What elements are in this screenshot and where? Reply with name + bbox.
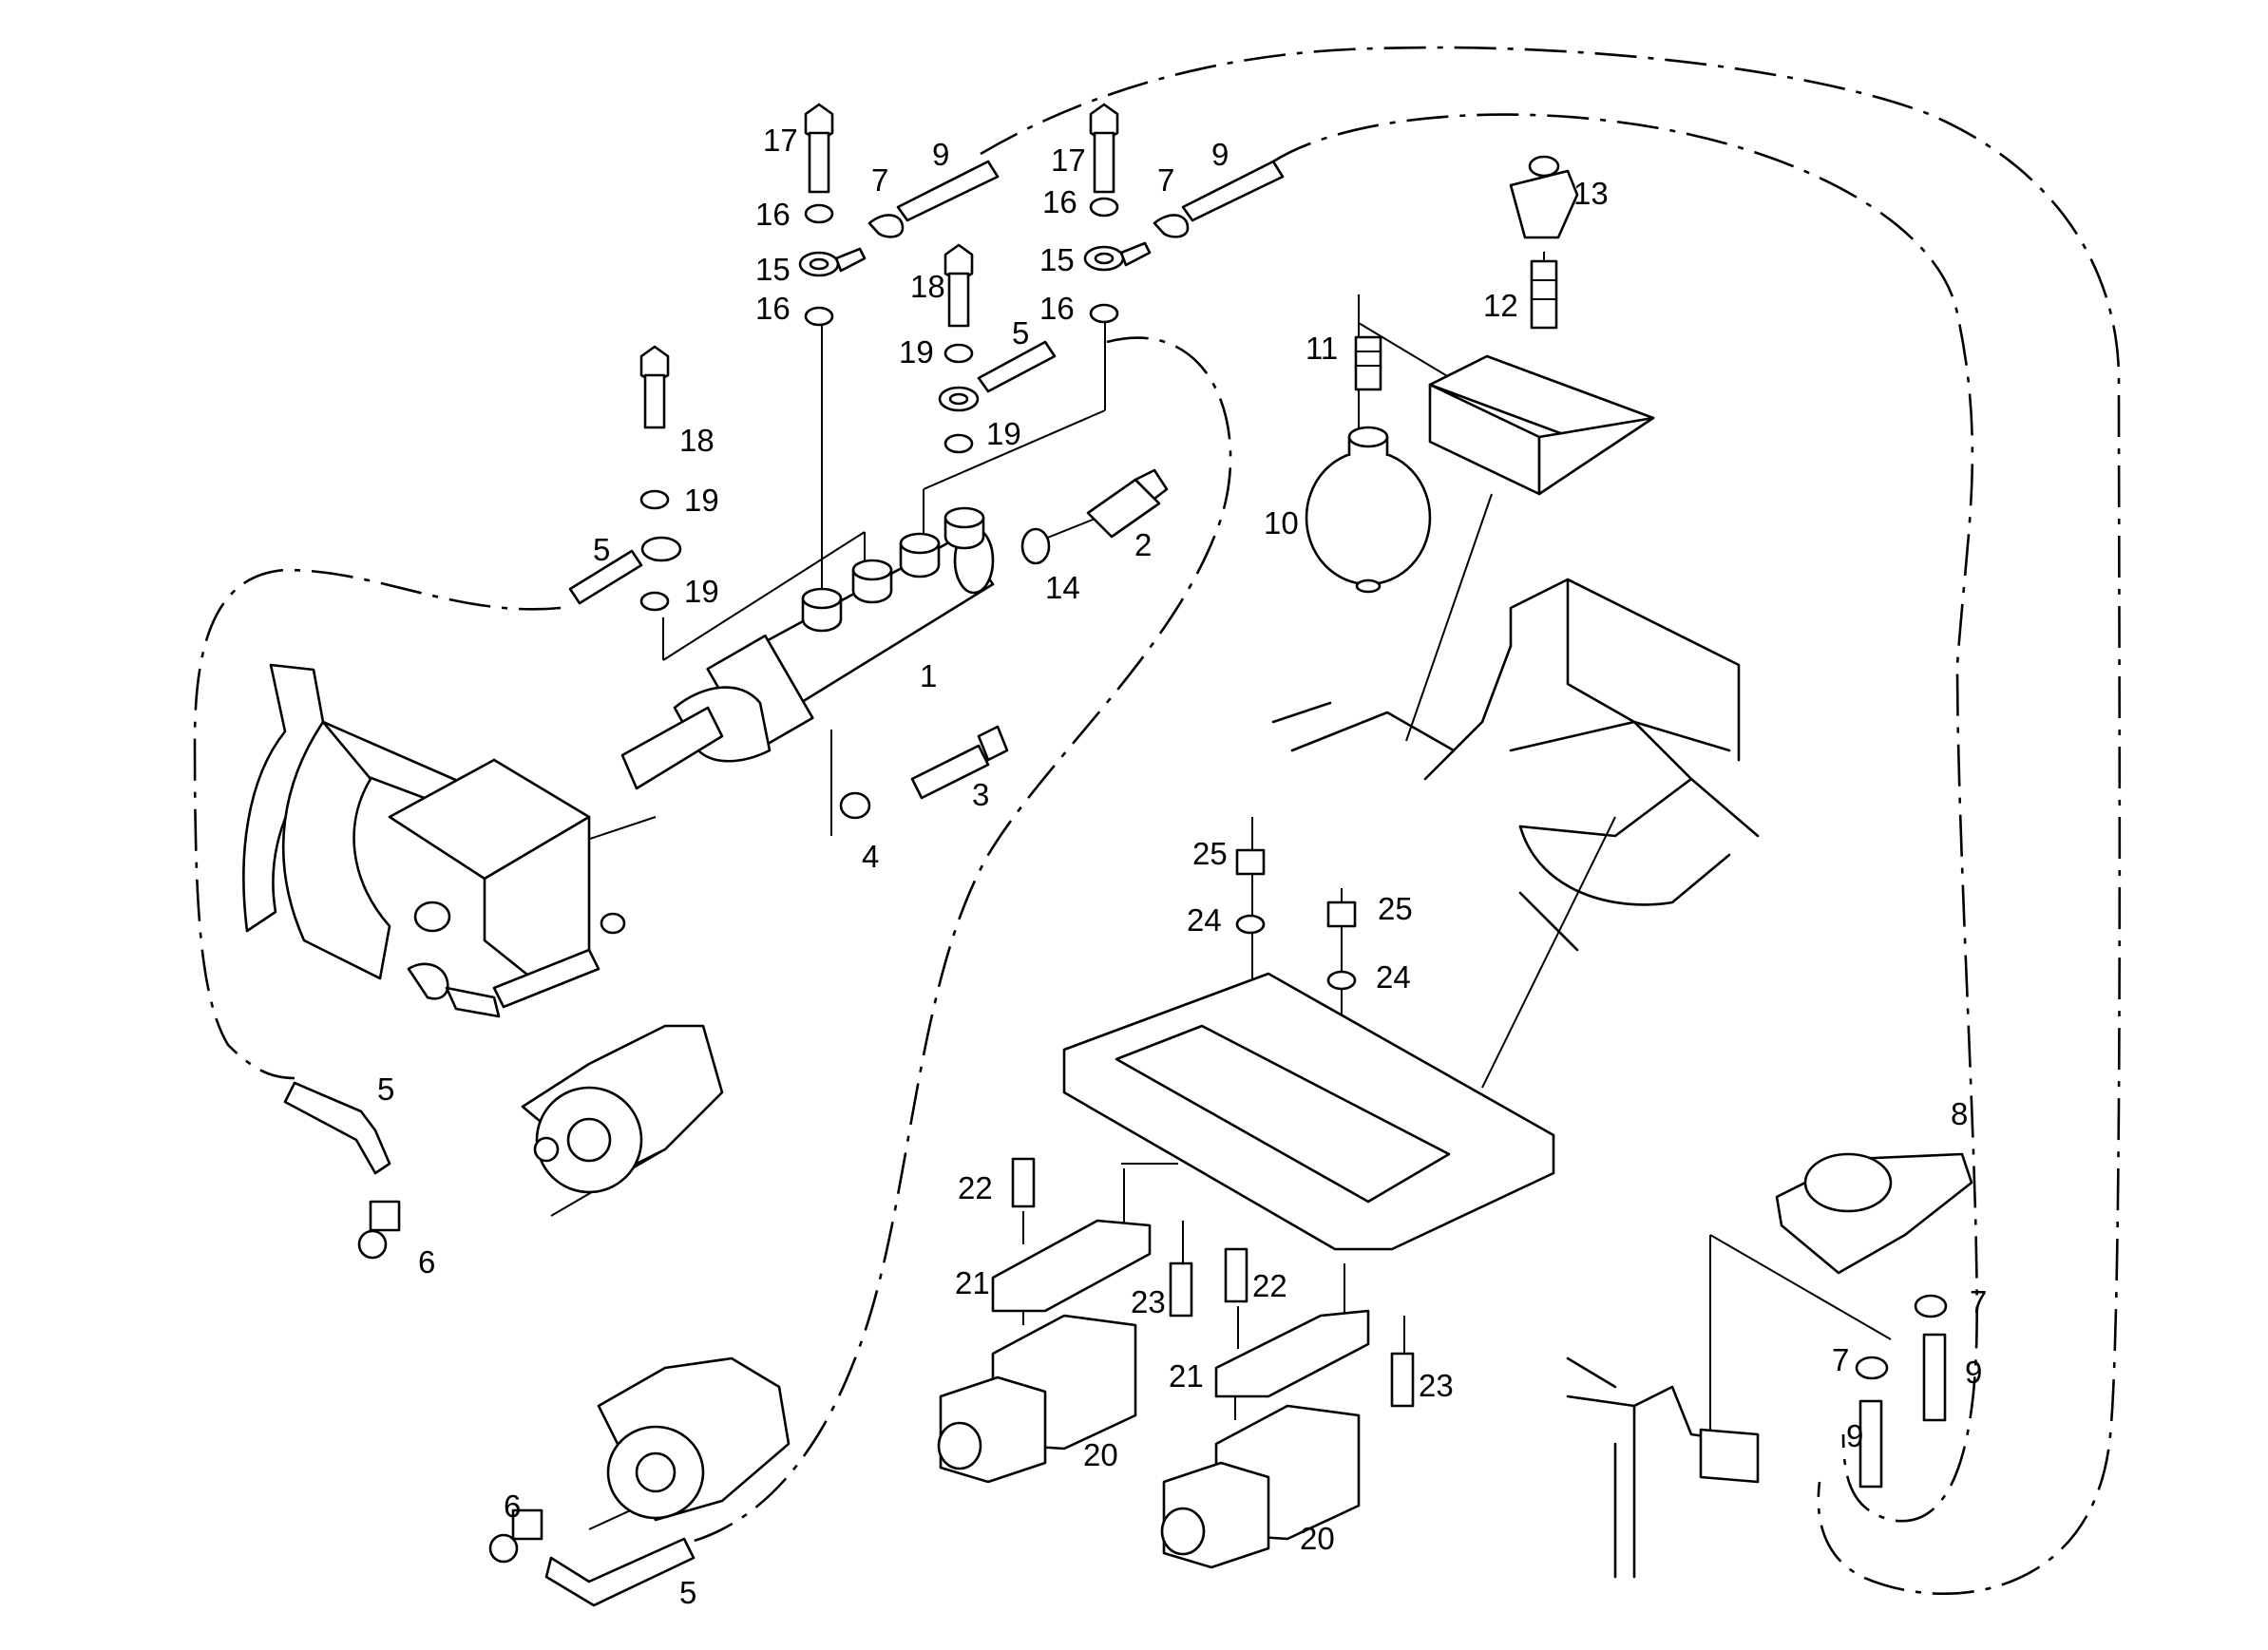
callout-c16a: 16: [755, 197, 791, 232]
callout-c15a: 15: [755, 252, 791, 287]
bolt-stack-far-left: [639, 345, 682, 612]
mounting-plate: [1062, 972, 1555, 1251]
callout-c23b: 23: [1419, 1368, 1454, 1403]
callout-c6b: 6: [504, 1489, 521, 1524]
callout-c20a: 20: [1083, 1437, 1118, 1472]
callout-c7c: 7: [1970, 1284, 1987, 1319]
fitting-12: [1530, 259, 1558, 330]
hose-route-left-loop: [683, 336, 1232, 1546]
reservoir-hoses: [1855, 1294, 1948, 1489]
callout-c7a: 7: [871, 162, 888, 198]
leader-lines: [550, 252, 1892, 1530]
callout-c9b: 9: [1211, 137, 1229, 172]
callout-c11: 11: [1306, 331, 1338, 366]
callout-c23a: 23: [1131, 1284, 1166, 1319]
callout-c8: 8: [1951, 1096, 1968, 1131]
callout-c24b: 24: [1376, 959, 1411, 995]
callout-c7b: 7: [1157, 162, 1174, 198]
callout-c5c: 5: [377, 1072, 394, 1107]
bolt-3: [910, 725, 1009, 800]
nuts-24-25: [1235, 848, 1357, 991]
accumulator-10: [1305, 426, 1432, 594]
callout-c16c: 16: [1042, 184, 1077, 219]
valve-assembly-right: [1160, 1247, 1415, 1569]
hose-route-inner-loop: [1272, 113, 1978, 1523]
callout-c21a: 21: [955, 1265, 990, 1300]
callout-c5b: 5: [593, 532, 610, 567]
callout-c6a: 6: [418, 1244, 435, 1280]
hose-route-top-loop: [980, 46, 2122, 1596]
fitting-11: [1354, 335, 1382, 391]
valve-assembly-left: [937, 1157, 1193, 1484]
callout-c18b: 18: [679, 423, 715, 458]
callout-c15b: 15: [1039, 242, 1075, 277]
callout-c18a: 18: [910, 269, 945, 304]
callout-c1: 1: [920, 658, 937, 693]
callout-c19d: 19: [684, 574, 719, 609]
hose-route-pedal-loop: [193, 568, 562, 1080]
reservoir-8: [1775, 1152, 1973, 1275]
callout-c13: 13: [1573, 176, 1609, 211]
callout-c22b: 22: [1252, 1268, 1287, 1303]
actuator-upper: [521, 1024, 724, 1194]
callout-c19a: 19: [899, 334, 934, 370]
callout-c3: 3: [972, 777, 989, 812]
callout-c5a: 5: [1012, 315, 1029, 351]
actuator-lower: [597, 1356, 791, 1522]
o-ring-14: [1020, 527, 1051, 565]
fitting-6-lower: [488, 1508, 696, 1607]
callout-c5d: 5: [679, 1575, 696, 1610]
washer-4: [839, 791, 871, 820]
callout-c16d: 16: [1039, 291, 1075, 326]
callout-c10: 10: [1264, 505, 1299, 541]
callout-c12: 12: [1483, 288, 1518, 323]
callout-c9a: 9: [932, 137, 949, 172]
callout-c24a: 24: [1187, 902, 1222, 938]
callout-c17b: 17: [1051, 142, 1086, 178]
callout-c19b: 19: [986, 416, 1021, 451]
master-cylinder: [620, 506, 995, 790]
callout-c20b: 20: [1300, 1521, 1335, 1556]
mounting-bracket-top: [1428, 354, 1655, 496]
callout-c21b: 21: [1169, 1358, 1204, 1394]
callout-c25a: 25: [1192, 836, 1228, 871]
hose-routing-lines: [193, 46, 2122, 1596]
callout-c9d: 9: [1846, 1418, 1863, 1453]
hoses-top: [568, 160, 1285, 605]
callout-c7d: 7: [1832, 1342, 1849, 1377]
callout-c25b: 25: [1378, 891, 1413, 926]
callout-c19c: 19: [684, 483, 719, 518]
sensor-2: [1086, 468, 1169, 539]
pedal-assembly: [242, 663, 626, 1018]
callout-c22a: 22: [958, 1170, 993, 1205]
callout-c16b: 16: [755, 291, 791, 326]
callout-c14: 14: [1045, 570, 1080, 605]
bolt-stack-right: [1083, 103, 1152, 324]
bolt-stack-center: [938, 243, 980, 454]
callout-c2: 2: [1134, 527, 1152, 562]
callout-c4: 4: [862, 839, 879, 874]
callout-c9c: 9: [1965, 1355, 1982, 1390]
bolt-stack-left: [798, 103, 867, 327]
fitting-6-upper: [283, 1081, 401, 1260]
tee-fitting-13: [1509, 155, 1579, 239]
callout-c17a: 17: [763, 123, 798, 158]
chassis-frame: [1271, 578, 1760, 952]
reservoir-bracket: [1566, 1356, 1760, 1579]
